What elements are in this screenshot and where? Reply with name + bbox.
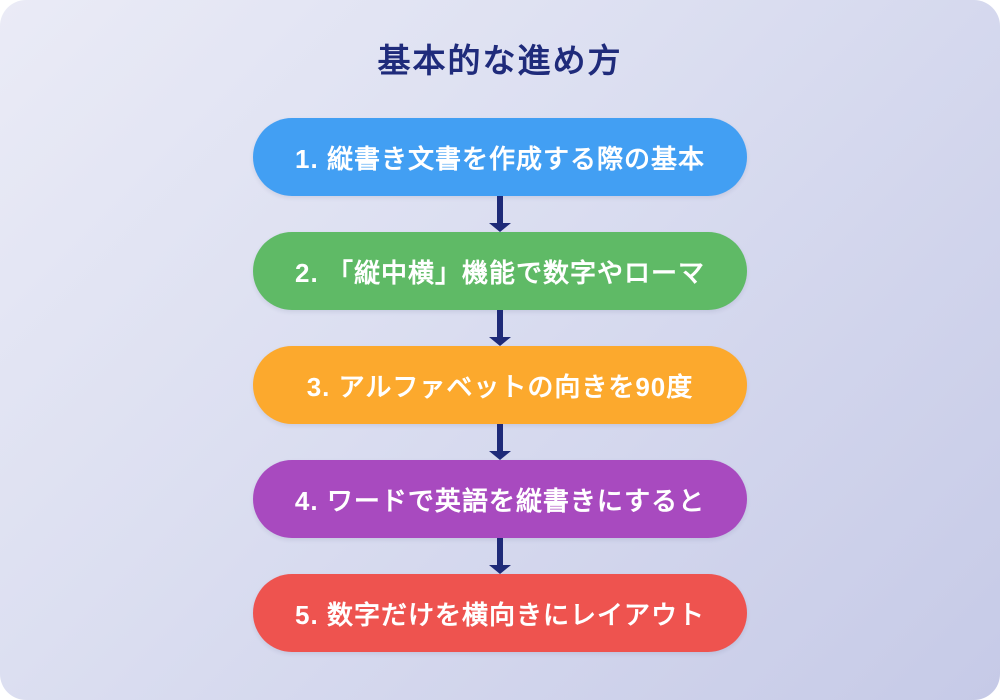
arrow-connector-3 xyxy=(489,424,511,460)
arrow-shaft xyxy=(497,196,503,224)
arrow-down-icon xyxy=(489,337,511,346)
arrow-connector-2 xyxy=(489,310,511,346)
step-node-3: 3. アルファベットの向きを90度 xyxy=(253,346,747,424)
arrow-down-icon xyxy=(489,451,511,460)
flowchart: 1. 縦書き文書を作成する際の基本 2. 「縦中横」機能で数字やローマ 3. ア… xyxy=(253,118,747,652)
step-node-1: 1. 縦書き文書を作成する際の基本 xyxy=(253,118,747,196)
arrow-down-icon xyxy=(489,565,511,574)
arrow-connector-1 xyxy=(489,196,511,232)
arrow-down-icon xyxy=(489,223,511,232)
step-node-2: 2. 「縦中横」機能で数字やローマ xyxy=(253,232,747,310)
diagram-title: 基本的な進め方 xyxy=(377,42,623,79)
arrow-shaft xyxy=(497,310,503,338)
arrow-shaft xyxy=(497,538,503,566)
arrow-connector-4 xyxy=(489,538,511,574)
step-node-4: 4. ワードで英語を縦書きにすると xyxy=(253,460,747,538)
step-node-5: 5. 数字だけを横向きにレイアウト xyxy=(253,574,747,652)
arrow-shaft xyxy=(497,424,503,452)
